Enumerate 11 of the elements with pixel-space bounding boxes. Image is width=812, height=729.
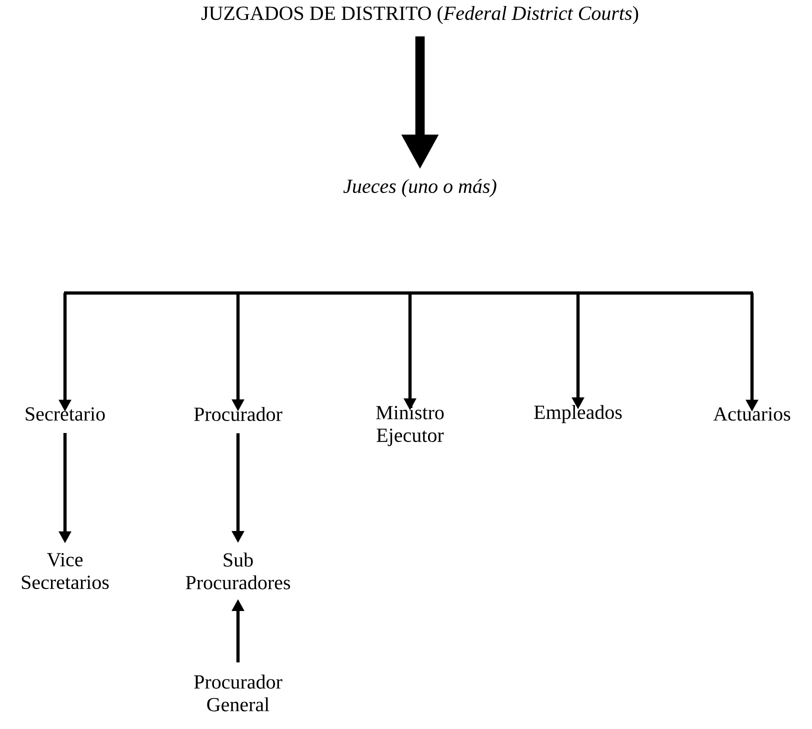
label-text: Procurador [194,406,282,422]
label-text: Jueces (uno o más) [343,178,496,198]
bus-line [64,291,754,295]
label-text: Empleados [534,404,622,424]
heading-text: JUZGADOS DE DISTRITO (Federal District Courts) [201,6,638,24]
label-text: Procurador General [194,674,282,712]
label-text: Actuarios [713,407,790,421]
label-text: Vice Secretarios [22,552,109,590]
label-text: Secretario [26,407,105,421]
label-text: Ministro Ejecutor [376,406,444,446]
label-text: Sub Procuradores [186,552,290,590]
